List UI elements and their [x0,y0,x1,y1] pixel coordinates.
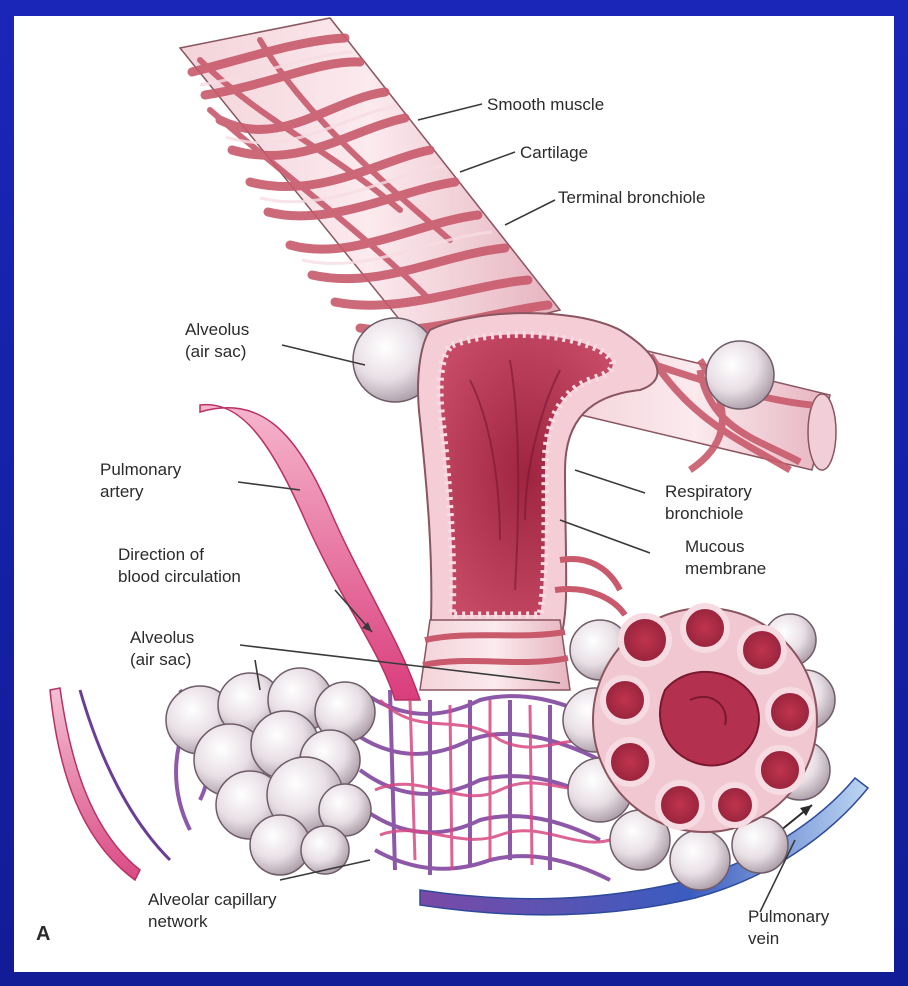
leader-cartilage [460,152,515,172]
label-pulmonary-artery-line2: artery [100,482,144,501]
pulmonary-artery [200,405,420,700]
leader-respiratory-bronchiole [575,470,645,493]
label-pulmonary-vein-line1: Pulmonary [748,907,830,926]
label-mucous-membrane-line2: membrane [685,559,766,578]
label-smooth-muscle: Smooth muscle [487,95,604,114]
label-cartilage: Cartilage [520,143,588,162]
terminal-bronchiole [180,18,560,345]
label-respiratory-bronchiole-line1: Respiratory [665,482,752,501]
alveolus-sac-small [706,341,774,409]
label-direction-line1: Direction of [118,545,204,564]
panel-letter: A [36,923,50,945]
label-capillary-network-line1: Alveolar capillary [148,890,277,909]
leader-terminal-bronchiole [505,200,555,225]
label-capillary-network-line2: network [148,912,208,931]
label-mucous-membrane-line1: Mucous [685,537,745,556]
label-alveolus-top-line2: (air sac) [185,342,246,361]
label-alveolus-bottom-line2: (air sac) [130,650,191,669]
label-alveolus-bottom-line1: Alveolus [130,628,194,647]
alveolar-cluster-left [166,668,375,875]
leader-smooth-muscle [418,104,482,120]
left-vessel [50,688,170,880]
label-terminal-bronchiole: Terminal bronchiole [558,188,705,207]
label-respiratory-bronchiole-line2: bronchiole [665,504,743,523]
label-alveolus-top-line1: Alveolus [185,320,249,339]
label-direction-line2: blood circulation [118,567,241,586]
label-pulmonary-artery-line1: Pulmonary [100,460,182,479]
leader-mucous-membrane [560,520,650,553]
label-pulmonary-vein-line2: vein [748,929,779,948]
